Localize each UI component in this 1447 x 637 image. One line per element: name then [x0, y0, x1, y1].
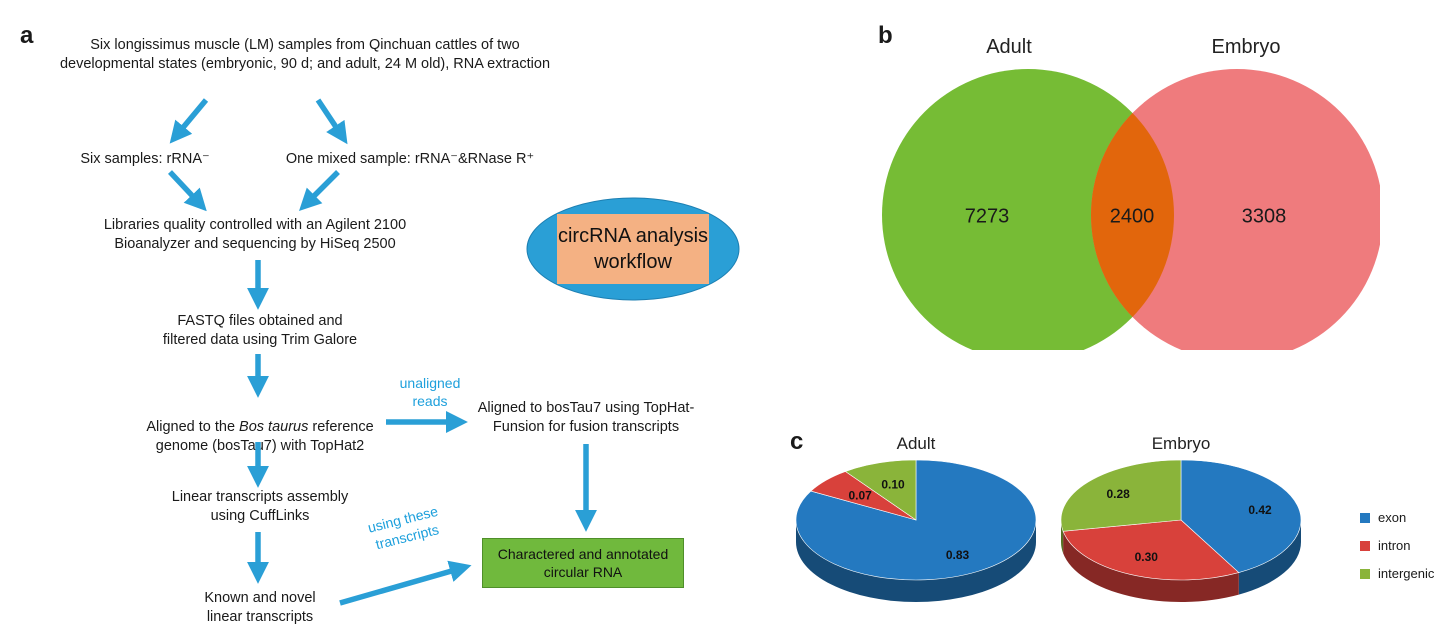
- pie-side-intergenic: [1061, 520, 1064, 554]
- pie-charts: Adult Embryo 0.83 0.07 0.10 0.42 0.30 0.28: [795, 434, 1302, 602]
- pie-side-exon: [1238, 520, 1301, 595]
- panel-a-letter: a: [20, 22, 34, 49]
- legend-swatch-intron: [1360, 540, 1370, 551]
- pie-embryo: 0.42 0.30 0.28: [1060, 459, 1302, 602]
- step-libraries: Libraries quality controlled with an Agi…: [103, 217, 407, 252]
- pie-title-adult: Adult: [897, 434, 936, 453]
- pie-side-intron: [1063, 531, 1239, 602]
- aligned-ref-pre: Aligned to the: [146, 419, 240, 435]
- step-fastq: FASTQ files obtained and filtered data u…: [162, 313, 358, 348]
- arrow-mixed-to-libraries: [298, 170, 340, 212]
- step-mixed-sample: One mixed sample: rRNA⁻&RNase R⁺: [285, 151, 535, 167]
- venn-diagram: Adult Embryo 7273 2400 3308: [882, 36, 1380, 350]
- pie-label-intron: 0.30: [1135, 550, 1159, 564]
- aligned-ref-species: Bos taurus: [239, 419, 309, 435]
- venn-label-embryo: Embryo: [1212, 36, 1281, 58]
- legend-intron: intron: [1360, 538, 1411, 553]
- pie-label-intergenic: 0.28: [1106, 487, 1130, 501]
- step-known-novel: Known and novel linear transcripts: [204, 590, 316, 625]
- step-samples: Six longissimus muscle (LM) samples from…: [59, 37, 551, 72]
- pie-side-exon: [796, 520, 1036, 602]
- venn-value-adult-only: 7273: [965, 205, 1010, 227]
- result-box: Charactered and annotated circular RNA: [482, 538, 684, 588]
- pie-adult: 0.83 0.07 0.10: [795, 459, 1037, 602]
- legend-swatch-exon: [1360, 512, 1370, 523]
- panel-b-letter: b: [878, 22, 893, 49]
- legend-intergenic: intergenic: [1360, 566, 1434, 581]
- venn-circle-adult: [882, 69, 1174, 350]
- pie-label-intron: 0.07: [849, 488, 873, 502]
- pie-slice-intergenic: [844, 459, 917, 521]
- pie-slice-exon: [1180, 459, 1302, 573]
- pie-label-exon: 0.42: [1248, 503, 1272, 517]
- venn-label-adult: Adult: [986, 36, 1032, 58]
- badge-label: circRNA analysis workflow: [557, 214, 709, 284]
- step-aligned-fusion: Aligned to bosTau7 using TopHat- Funsion…: [477, 400, 695, 435]
- venn-value-overlap: 2400: [1110, 205, 1155, 227]
- venn-value-embryo-only: 3308: [1242, 205, 1287, 227]
- panel-c-letter: c: [790, 428, 804, 455]
- pie-slice-intergenic: [1060, 459, 1182, 532]
- arrow-samples-to-six: [169, 98, 209, 144]
- step-linear-assembly: Linear transcripts assembly using CuffLi…: [171, 489, 349, 524]
- venn-circle-embryo: [1091, 69, 1380, 350]
- workflow-badge: circRNA analysis workflow: [526, 197, 740, 301]
- legend-swatch-intergenic: [1360, 568, 1370, 579]
- arrow-known-to-result: [339, 560, 472, 606]
- legend-label-intergenic: intergenic: [1378, 566, 1435, 581]
- workflow-arrows: [167, 98, 597, 606]
- legend-exon: exon: [1360, 510, 1406, 525]
- pie-slice-intron: [1062, 519, 1240, 581]
- arrow-six-to-libraries: [167, 170, 207, 212]
- pie-title-embryo: Embryo: [1152, 434, 1211, 453]
- legend-label-intron: intron: [1378, 538, 1411, 553]
- pie-label-exon: 0.83: [946, 548, 970, 562]
- step-six-samples: Six samples: rRNA⁻: [80, 151, 210, 167]
- note-unaligned-reads: unaligned reads: [399, 375, 461, 409]
- pie-label-intergenic: 0.10: [881, 478, 905, 492]
- legend-label-exon: exon: [1378, 510, 1407, 525]
- arrow-samples-to-mixed: [315, 98, 348, 145]
- aligned-ref-post: reference: [308, 419, 374, 435]
